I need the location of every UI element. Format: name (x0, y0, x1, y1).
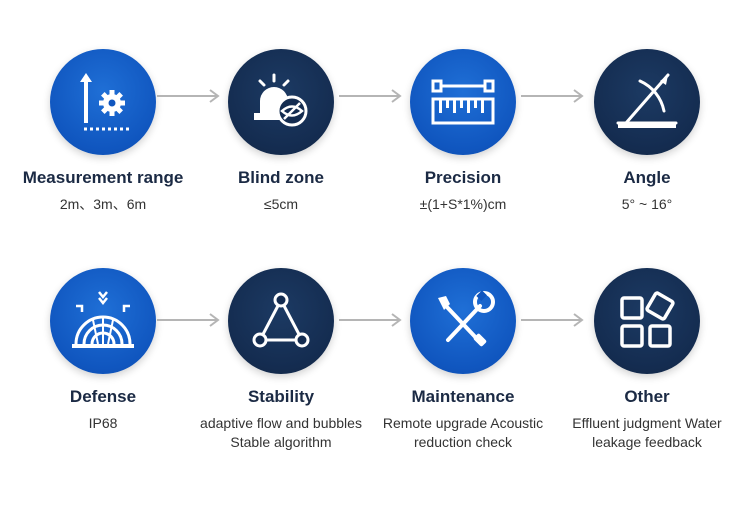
feature-desc: 2m、3m、6m (59, 196, 147, 212)
feature-angle: Angle 5° ~ 16° (557, 49, 737, 214)
feature-other: Other Effluent judgment Water leakage fe… (557, 268, 737, 452)
blocks-icon (620, 291, 675, 348)
feature-blind-zone: Blind zone ≤5cm (191, 49, 371, 214)
feature-defense: Defense IP68 (13, 268, 193, 433)
ruler-icon (431, 79, 495, 125)
feature-desc: IP68 (88, 415, 118, 431)
triangle-nodes-icon (252, 292, 310, 348)
precision-badge (410, 49, 516, 155)
feature-desc: adaptive flow and bubbles Stable algorit… (200, 415, 362, 450)
flow-arrow (521, 312, 587, 328)
flow-arrow (521, 88, 587, 104)
feature-title: Angle (623, 168, 671, 187)
wrench-screwdriver-icon (438, 290, 495, 347)
feature-measurement-range: Measurement range 2m、3m、6m (13, 49, 193, 214)
blind-zone-badge (228, 49, 334, 155)
defense-badge (50, 268, 156, 374)
feature-stability: Stability adaptive flow and bubbles Stab… (191, 268, 371, 452)
feature-precision: Precision ±(1+S*1%)cm (373, 49, 553, 214)
feature-title: Blind zone (238, 168, 324, 187)
angle-icon (616, 73, 678, 128)
measurement-range-badge (50, 49, 156, 155)
feature-title: Measurement range (22, 168, 184, 187)
blind-zone-icon (254, 73, 308, 127)
feature-title: Precision (424, 168, 502, 187)
feature-desc: 5° ~ 16° (621, 196, 673, 212)
feature-desc: Remote upgrade Acoustic reduction check (382, 415, 544, 450)
feature-title: Maintenance (411, 387, 515, 406)
flow-arrow (339, 312, 405, 328)
flow-arrow (339, 88, 405, 104)
feature-desc: ±(1+S*1%)cm (419, 196, 507, 212)
other-badge (594, 268, 700, 374)
flow-arrow (157, 88, 223, 104)
measurement-range-icon (80, 73, 130, 131)
feature-title: Stability (247, 387, 315, 406)
feature-title: Other (624, 387, 670, 406)
flow-arrow (157, 312, 223, 328)
maintenance-badge (410, 268, 516, 374)
feature-desc: Effluent judgment Water leakage feedback (572, 415, 722, 450)
feature-title: Defense (69, 387, 137, 406)
angle-badge (594, 49, 700, 155)
feature-desc: ≤5cm (263, 196, 299, 212)
shield-dome-icon (72, 291, 134, 348)
feature-maintenance: Maintenance Remote upgrade Acoustic redu… (373, 268, 553, 452)
stability-badge (228, 268, 334, 374)
